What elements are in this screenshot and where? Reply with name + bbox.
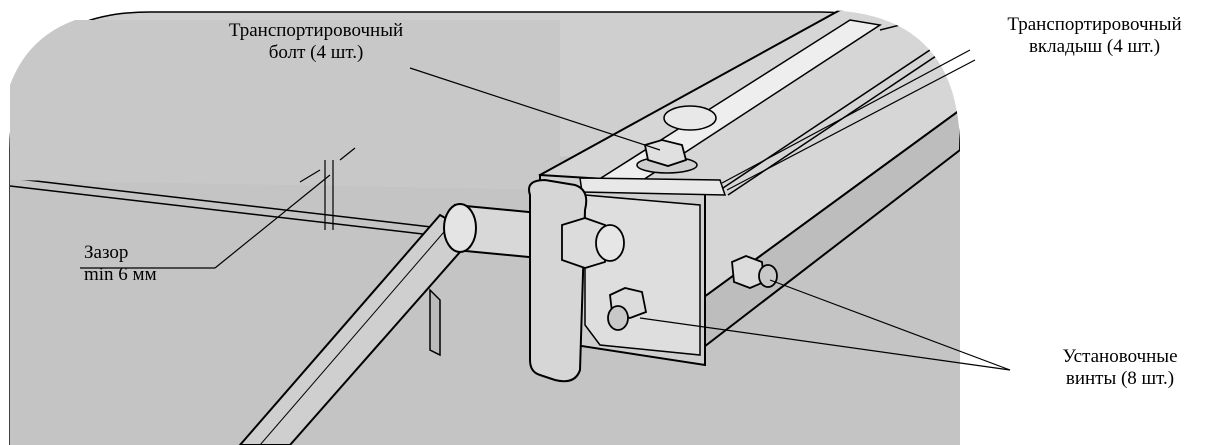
transport-bolt-line1: Транспортировочный	[228, 20, 404, 41]
leader-gap	[214, 174, 331, 269]
bracket-plate	[528, 178, 588, 383]
leader-insert-b	[726, 59, 976, 191]
transport-insert-line1: Транспортировочный	[1007, 14, 1182, 35]
gap-line1: Зазор	[84, 242, 129, 263]
transport-bolt-line2: болт (4 шт.)	[268, 42, 364, 63]
top-sheet	[10, 20, 560, 190]
transport-insert-label: Транспортировочный вкладыш (4 шт.)	[966, 14, 1223, 58]
leader-insert-a	[721, 49, 971, 184]
transport-bolt-shape	[636, 105, 717, 174]
leader-bolt	[409, 67, 661, 151]
set-screws-line1: Установочные	[1062, 346, 1178, 367]
gap-line2: min 6 мм	[84, 264, 157, 285]
set-screws-label: Установочные винты (8 шт.)	[1020, 346, 1220, 390]
transport-insert-line2: вкладыш (4 шт.)	[1028, 36, 1161, 57]
gap-label: Зазор min 6 мм	[84, 242, 224, 286]
leader-lines	[80, 49, 1011, 371]
leader-screw-b	[769, 279, 1011, 371]
cap-nut	[561, 217, 625, 269]
set-screws-line2: винты (8 шт.)	[1065, 368, 1175, 389]
machine-parts	[9, 10, 960, 445]
gap-dimension	[299, 147, 356, 230]
transport-bolt-label: Транспортировочный болт (4 шт.)	[184, 20, 448, 64]
leader-screw-a	[639, 317, 1011, 371]
set-screw-left	[607, 287, 648, 331]
